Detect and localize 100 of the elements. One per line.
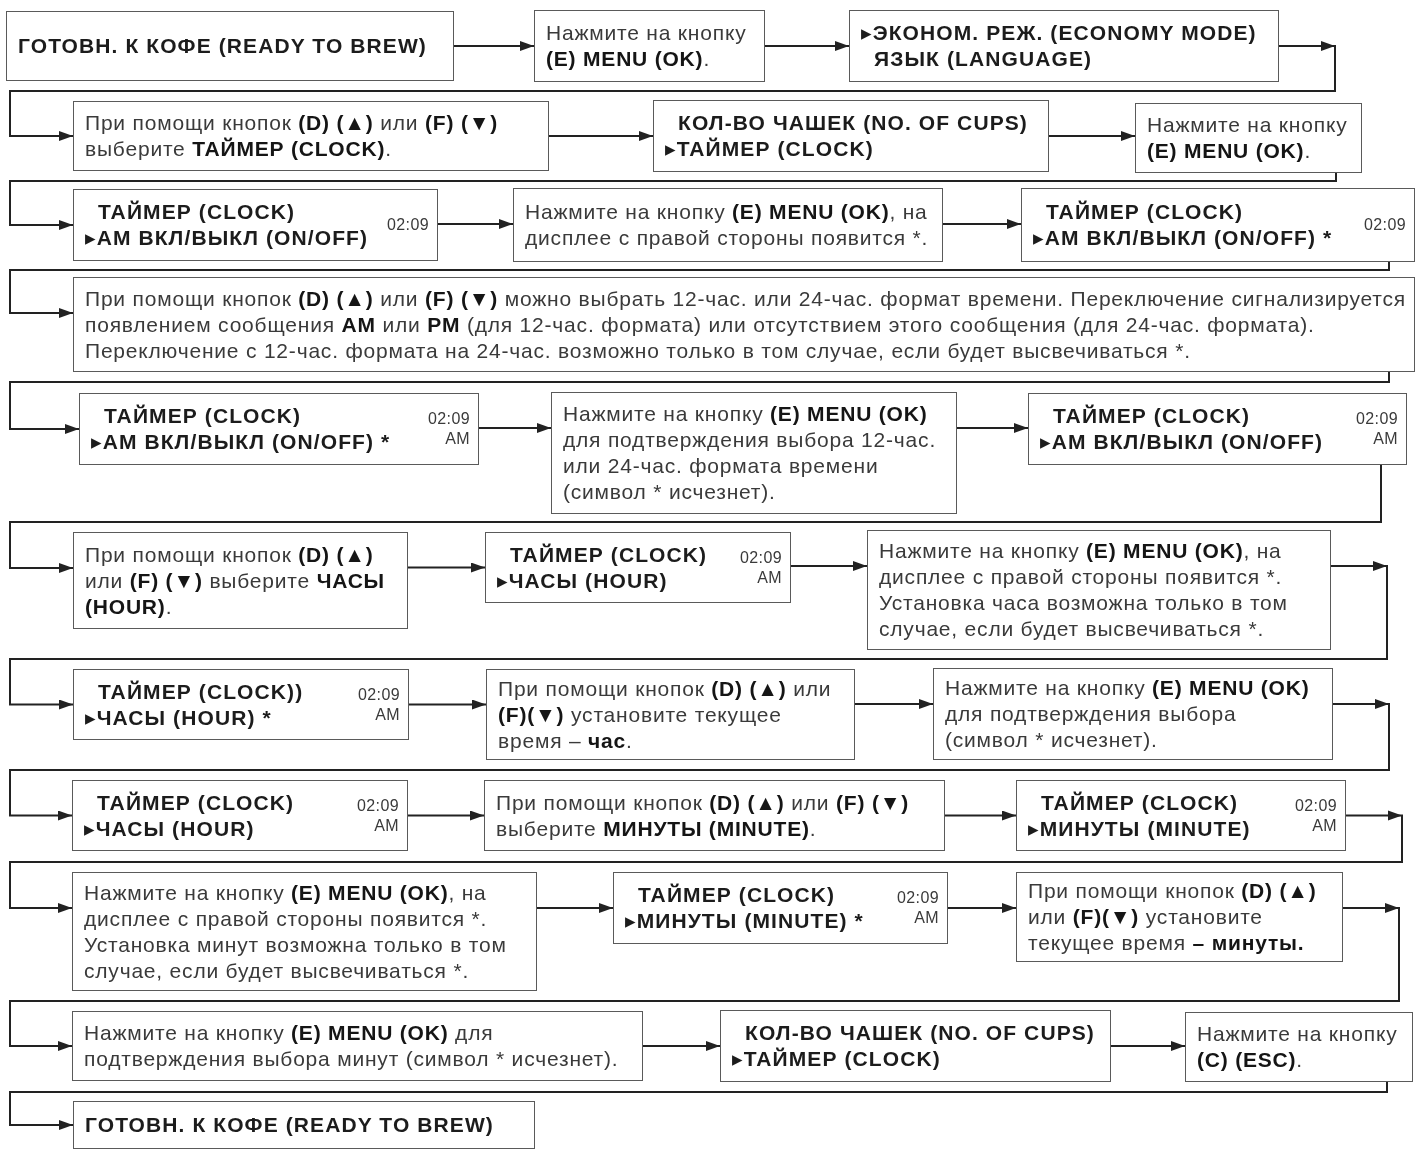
arrow xyxy=(764,41,850,51)
instruction-box xyxy=(867,530,1331,650)
arrow xyxy=(947,903,1017,913)
clock-time: 02:09 AM xyxy=(739,547,782,588)
display-text: ▸AM ВКЛ/ВЫКЛ (ON/OFF) * xyxy=(1033,225,1333,251)
arrow xyxy=(407,810,485,821)
instruction-box xyxy=(73,277,1415,372)
display-box xyxy=(73,1101,535,1149)
display-box xyxy=(6,11,454,81)
display-text: ▸ЧАСЫ (HOUR) * xyxy=(85,704,272,731)
display-text: ▸AM ВКЛ/ВЫКЛ (ON/OFF) * xyxy=(91,429,391,455)
display-box xyxy=(1021,188,1415,262)
arrow xyxy=(942,219,1022,229)
display-text: ▸AM ВКЛ/ВЫКЛ (ON/OFF) xyxy=(1040,429,1324,455)
clock-time: 02:09 AM xyxy=(357,684,400,725)
instruction-text: При помощи кнопок (D) (▲) или (F) (▼) можно выбрать 12-час. или 24-час. формат времени. Переключение сигнализируется появлением сообщения AM или PM (для 12-час. формата) или отсутствием этого сообщения (для 24-час. формата). Переключение с 12-час. формата на 24-час. возможно только в том случае, если будет высвечиваться *. xyxy=(85,285,1406,364)
instruction-box xyxy=(72,872,537,991)
display-text: ТАЙМЕР (CLOCK) xyxy=(104,403,302,429)
display-box xyxy=(73,669,409,740)
instruction-box xyxy=(486,669,855,760)
display-text: КОЛ-ВО ЧАШЕК (NO. OF CUPS) xyxy=(678,110,1028,136)
clock-time: 02:09 AM xyxy=(427,409,470,449)
display-text: ▸ТАЙМЕР (CLOCK) xyxy=(732,1046,941,1072)
display-box xyxy=(1028,393,1407,465)
clock-time: 02:09 xyxy=(1363,215,1406,235)
arrow xyxy=(9,172,1337,230)
display-text: ТАЙМЕР (CLOCK) xyxy=(1041,789,1239,816)
clock-time: 02:09 AM xyxy=(356,795,399,836)
arrow xyxy=(1110,1041,1186,1051)
display-text: ▸ЭКОНОМ. РЕЖ. (ECONOMY MODE) xyxy=(861,20,1257,46)
display-text: ТАЙМЕР (CLOCK) xyxy=(1046,199,1244,225)
arrow xyxy=(453,41,535,51)
display-text: ТАЙМЕР (CLOCK) xyxy=(97,789,295,816)
instruction-text: Нажмите на кнопку (E) MENU (OK). xyxy=(1147,112,1349,164)
instruction-box xyxy=(73,532,408,629)
display-text: ▸AM ВКЛ/ВЫКЛ (ON/OFF) xyxy=(85,225,369,251)
display-text: ▸ЧАСЫ (HOUR) xyxy=(497,567,668,594)
instruction-box xyxy=(551,392,957,514)
display-text: ГОТОВН. К КОФЕ (READY TO BREW) xyxy=(18,33,427,59)
display-text: КОЛ-ВО ЧАШЕК (NO. OF CUPS) xyxy=(745,1020,1095,1046)
display-box xyxy=(79,393,479,465)
instruction-text: Нажмите на кнопку (C) (ESC). xyxy=(1197,1021,1399,1073)
arrow xyxy=(437,219,514,229)
display-text: ЯЗЫК (LANGUAGE) xyxy=(874,46,1093,72)
display-text: ТАЙМЕР (CLOCK) xyxy=(510,541,708,568)
instruction-text: Нажмите на кнопку (E) MENU (OK). xyxy=(546,20,748,72)
display-text: ТАЙМЕР (CLOCK) xyxy=(1053,403,1251,429)
arrow xyxy=(536,903,614,913)
clock-time: 02:09 AM xyxy=(896,888,939,928)
instruction-text: При помощи кнопок (D) (▲) или (F) (▼) выберите ЧАСЫ (HOUR). xyxy=(85,541,386,620)
clock-time: 02:09 AM xyxy=(1355,409,1398,449)
instruction-text: Нажмите на кнопку (E) MENU (OK), на дисплее с правой стороны появится *. Установка минут возможна только в том случае, если будет высвечиваться *. xyxy=(84,879,508,984)
display-text: ▸ТАЙМЕР (CLOCK) xyxy=(665,136,874,162)
display-box xyxy=(485,532,791,603)
display-box xyxy=(653,100,1049,172)
display-box xyxy=(73,189,438,261)
display-text: ▸МИНУТЫ (MINUTE) * xyxy=(625,908,864,934)
instruction-text: При помощи кнопок (D) (▲) или (F) (▼) выберите ТАЙМЕР (CLOCK). xyxy=(85,110,500,162)
arrow xyxy=(548,131,654,141)
display-text: ▸МИНУТЫ (MINUTE) xyxy=(1028,815,1251,842)
arrow xyxy=(944,810,1017,821)
clock-time: 02:09 AM xyxy=(1294,795,1337,836)
instruction-box xyxy=(933,668,1333,760)
instruction-text: При помощи кнопок (D) (▲) или (F)(▼) установите текущее время – минуты. xyxy=(1028,878,1318,956)
arrow xyxy=(407,562,486,573)
instruction-box xyxy=(72,1011,643,1081)
arrow xyxy=(790,561,868,571)
instruction-text: Нажмите на кнопку (E) MENU (OK) для подтверждения выбора минут (символ * исчезнет). xyxy=(84,1020,620,1072)
instruction-box xyxy=(1016,872,1343,962)
display-text: ГОТОВН. К КОФЕ (READY TO BREW) xyxy=(85,1112,494,1138)
instruction-box xyxy=(73,101,549,171)
display-box xyxy=(613,872,948,944)
arrow xyxy=(9,371,1390,434)
display-box xyxy=(849,10,1279,82)
instruction-text: При помощи кнопок (D) (▲) или (F)(▼) установите текущее время – час. xyxy=(498,675,833,754)
display-text: ▸ЧАСЫ (HOUR) xyxy=(84,815,255,842)
arrow xyxy=(956,423,1029,433)
instruction-box xyxy=(534,10,765,82)
arrow xyxy=(9,464,1382,573)
arrow xyxy=(408,699,487,710)
instruction-text: При помощи кнопок (D) (▲) или (F) (▼) выберите МИНУТЫ (MINUTE). xyxy=(496,789,911,842)
instruction-text: Нажмите на кнопку (E) MENU (OK), на дисплее с правой стороны появится *. xyxy=(525,199,930,251)
arrow xyxy=(9,261,1390,318)
display-text: ТАЙМЕР (CLOCK)) xyxy=(98,678,304,705)
instruction-text: Нажмите на кнопку (E) MENU (OK) для подтверждения выбора 12-час. или 24-час. формата времени (символ * исчезнет). xyxy=(563,401,938,505)
display-text: ТАЙМЕР (CLOCK) xyxy=(98,199,296,225)
arrow xyxy=(854,699,934,709)
instruction-box xyxy=(484,780,945,851)
arrow xyxy=(1048,131,1136,141)
instruction-box xyxy=(1185,1012,1413,1082)
instruction-box xyxy=(1135,103,1362,173)
clock-time: 02:09 xyxy=(386,215,429,235)
display-box xyxy=(720,1010,1111,1082)
display-text: ТАЙМЕР (CLOCK) xyxy=(638,882,836,908)
arrow xyxy=(9,1081,1388,1130)
arrow xyxy=(478,423,552,433)
display-box xyxy=(1016,780,1346,851)
instruction-box xyxy=(513,188,943,262)
arrow xyxy=(642,1041,721,1051)
instruction-text: Нажмите на кнопку (E) MENU (OK) для подтверждения выбора (символ * исчезнет). xyxy=(945,675,1311,753)
